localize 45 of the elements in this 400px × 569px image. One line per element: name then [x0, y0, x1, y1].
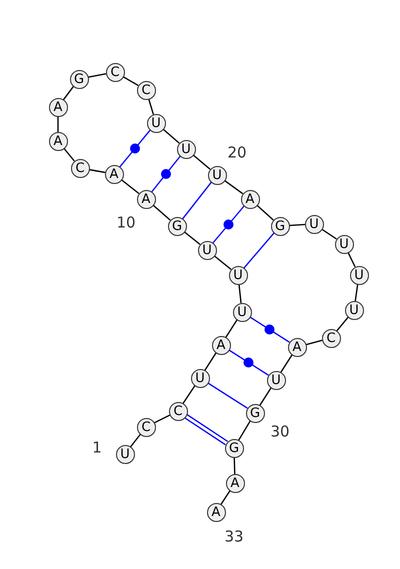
- backbone-line: [306, 340, 322, 346]
- backbone-line: [238, 284, 242, 304]
- position-number: 30: [270, 424, 290, 440]
- position-number: 33: [224, 530, 244, 544]
- backbone-line: [88, 168, 106, 174]
- base-pair-line: [243, 232, 275, 269]
- position-number: 10: [116, 216, 136, 230]
- base-pair-line: [119, 130, 151, 168]
- base-pair-line: [151, 156, 181, 192]
- backbone-line: [63, 148, 75, 162]
- backbone-line: [259, 387, 272, 406]
- backbone-line: [256, 204, 274, 220]
- backbone-line: [62, 86, 74, 100]
- base-pair-line: [212, 205, 245, 244]
- backbone-line: [57, 116, 59, 132]
- backbone-line: [204, 352, 217, 371]
- backbone-line: [321, 228, 337, 240]
- backbone-line: [225, 319, 238, 338]
- base-pair-line: [207, 382, 248, 409]
- backbone-line: [347, 252, 356, 268]
- base-pair-line: [228, 349, 269, 376]
- backbone-line: [214, 255, 232, 270]
- backbone-line: [234, 456, 236, 474]
- base-pair-line: [182, 182, 212, 220]
- backbone-line: [288, 224, 306, 226]
- base-pair-line: [184, 414, 228, 446]
- backbone-line: [120, 179, 140, 194]
- backbone-line: [152, 204, 171, 221]
- backbone-line: [182, 385, 196, 404]
- backbone-line: [354, 284, 358, 302]
- backbone-line: [336, 316, 349, 332]
- backbone-line: [88, 73, 106, 78]
- backbone-line: [130, 434, 141, 448]
- backbone-line: [238, 420, 251, 441]
- backbone-line: [192, 154, 211, 170]
- backbone-line: [162, 128, 180, 144]
- backbone-line: [224, 180, 244, 194]
- backbone-line: [184, 231, 200, 245]
- backbone-line: [220, 490, 231, 505]
- position-number: 20: [227, 146, 247, 160]
- backbone-line: [154, 414, 170, 424]
- base-pair-line: [249, 316, 290, 343]
- backbone-line: [148, 98, 154, 115]
- position-number: 1: [92, 440, 102, 456]
- backbone-line: [280, 354, 293, 373]
